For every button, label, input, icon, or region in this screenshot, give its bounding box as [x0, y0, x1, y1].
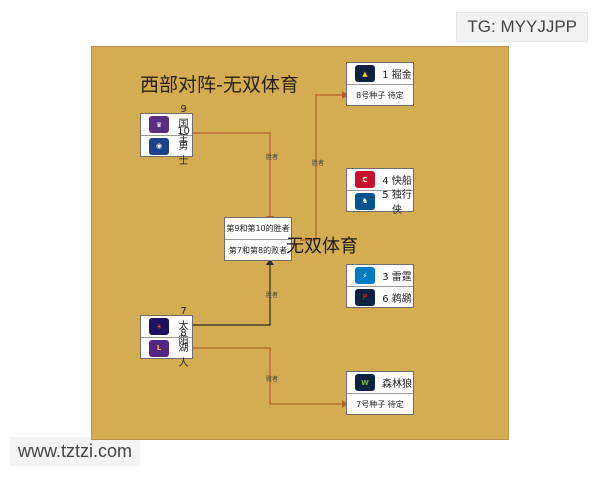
- winner-label-right: 胜者: [312, 160, 325, 167]
- team-label: 10勇士: [177, 125, 190, 167]
- bracket-board: [91, 46, 509, 440]
- team-row-lakers: L 8 湖人: [141, 328, 192, 369]
- play-in-result-card: 第9和第10的胜者 第7和第8的败者: [224, 217, 292, 261]
- team-label: 1 掘金: [382, 70, 412, 81]
- team-row-thunder: ⚡ 3 雷霆: [347, 265, 413, 286]
- team-row-kings: ♛ 9 国王: [141, 104, 192, 145]
- team-row-mavs: ♞ 5 独行侠: [347, 190, 413, 216]
- clippers-logo-icon: C: [355, 171, 375, 188]
- tg-watermark: TG: MYYJJPP: [456, 12, 588, 42]
- winner-label: 胜者: [266, 154, 279, 161]
- wolf-logo-icon: W: [355, 374, 375, 391]
- team-label: 森林狼: [382, 379, 412, 390]
- team-row-pelicans: P 6 鹈鹕: [347, 286, 413, 307]
- bridge-logo-icon: ◉: [149, 137, 169, 155]
- matchup-card-thunder-pelicans: ⚡ 3 雷霆 P 6 鹈鹕: [346, 264, 414, 308]
- team-row-clippers: C 4 快船: [347, 169, 413, 190]
- connector-seed-7: [193, 347, 346, 405]
- team-label: 3 雷霆: [382, 272, 412, 283]
- team-label: 7 太阳: [178, 306, 189, 347]
- team-label: 9 国王: [178, 104, 189, 145]
- connector-play-in-bottom: [193, 262, 271, 326]
- winner-label-bottom: 胜者: [266, 292, 279, 299]
- horse-logo-icon: ♞: [355, 192, 375, 210]
- team-row-nuggets: ▲ 1 掘金: [347, 63, 413, 84]
- mountain-logo-icon: ▲: [355, 65, 375, 82]
- thunder-logo-icon: ⚡: [355, 267, 375, 284]
- matchup-card-nuggets: ▲ 1 掘金 8号种子 待定: [346, 62, 414, 106]
- matchup-card-suns-lakers: ☀ 7 太阳 L 8 湖人: [140, 306, 193, 369]
- lakers-logo-icon: L: [149, 339, 169, 357]
- arrow-head-seed8: [342, 91, 348, 99]
- loser-label: 败者: [266, 376, 279, 383]
- play-in-winner-row: 第9和第10的胜者: [226, 224, 290, 233]
- team-label: 5 独行侠: [382, 190, 412, 216]
- connector-play-in-top: [193, 132, 271, 220]
- seed-pending-row: 7号种子 待定: [347, 393, 413, 414]
- team-label: 8 湖人: [178, 327, 189, 369]
- pelican-logo-icon: P: [355, 288, 375, 306]
- arrow-head-seed7: [342, 400, 348, 408]
- center-watermark-text: 无双体育: [286, 236, 358, 257]
- team-label: 4 快船: [382, 176, 412, 187]
- team-row-warriors: ◉ 10勇士: [141, 126, 192, 167]
- sun-logo-icon: ☀: [149, 318, 169, 335]
- matchup-card-kings-warriors: ♛ 9 国王 ◉ 10勇士: [140, 104, 193, 167]
- seed-pending-row: 8号种子 待定: [347, 84, 413, 105]
- team-row-suns: ☀ 7 太阳: [141, 306, 192, 347]
- bracket-title: 西部对阵-无双体育: [140, 74, 299, 96]
- connector-seed-8: [300, 94, 346, 241]
- team-label: 6 鹈鹕: [382, 293, 412, 305]
- team-row-wolves: W 森林狼: [347, 372, 413, 393]
- matchup-card-wolves: W 森林狼 7号种子 待定: [346, 371, 414, 415]
- arrow-head-bottom: [266, 259, 274, 265]
- matchup-card-clippers-mavs: C 4 快船 ♞ 5 独行侠: [346, 168, 414, 216]
- crown-logo-icon: ♛: [149, 116, 169, 133]
- site-watermark: www.tztzi.com: [10, 437, 141, 466]
- play-in-loser-row: 第7和第8的败者: [225, 239, 291, 260]
